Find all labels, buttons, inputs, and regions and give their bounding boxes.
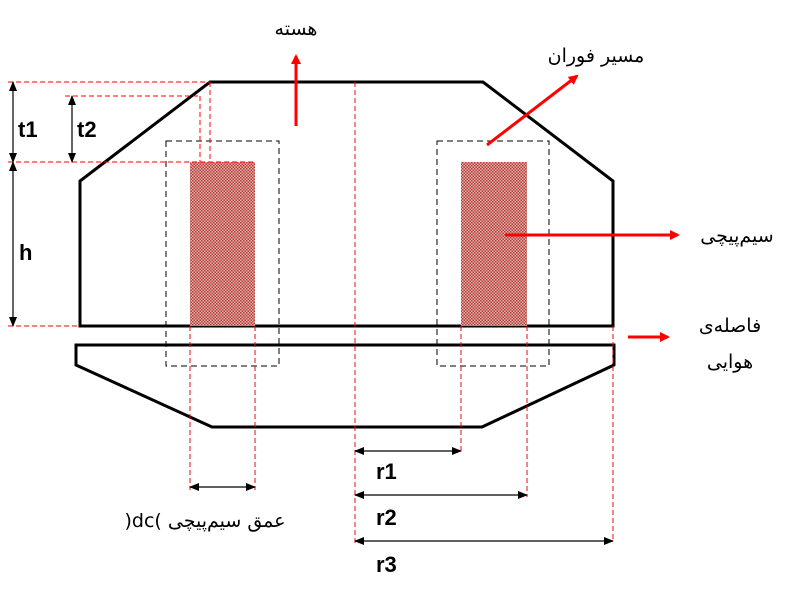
t2-label: t2 [77,117,97,142]
flux-path-label: مسیر فوران [548,45,645,67]
air-gap-label-line2: هوایی [707,351,753,373]
left-winding-box [165,140,280,367]
h-label: h [19,240,32,265]
lower-core-outline [74,343,616,429]
upper-core-outline [78,80,615,328]
winding-depth-label: عمق سیم‌پیچی )dc( [124,510,285,532]
r1-label: r1 [376,459,397,484]
guide-lines [8,81,614,545]
callout-arrows [291,54,680,342]
left-winding [190,162,255,326]
core-label: هسته [275,18,318,40]
r3-label: r3 [376,552,397,577]
air-gap-label-line1: فاصله‌ی [699,315,761,337]
t1-label: t1 [18,117,38,142]
r2-label: r2 [376,505,397,530]
right-winding [461,162,527,326]
flux-path-arrow [486,74,579,147]
dimension-lines [9,81,614,545]
winding-label: سیم‌پیچی [700,225,773,247]
